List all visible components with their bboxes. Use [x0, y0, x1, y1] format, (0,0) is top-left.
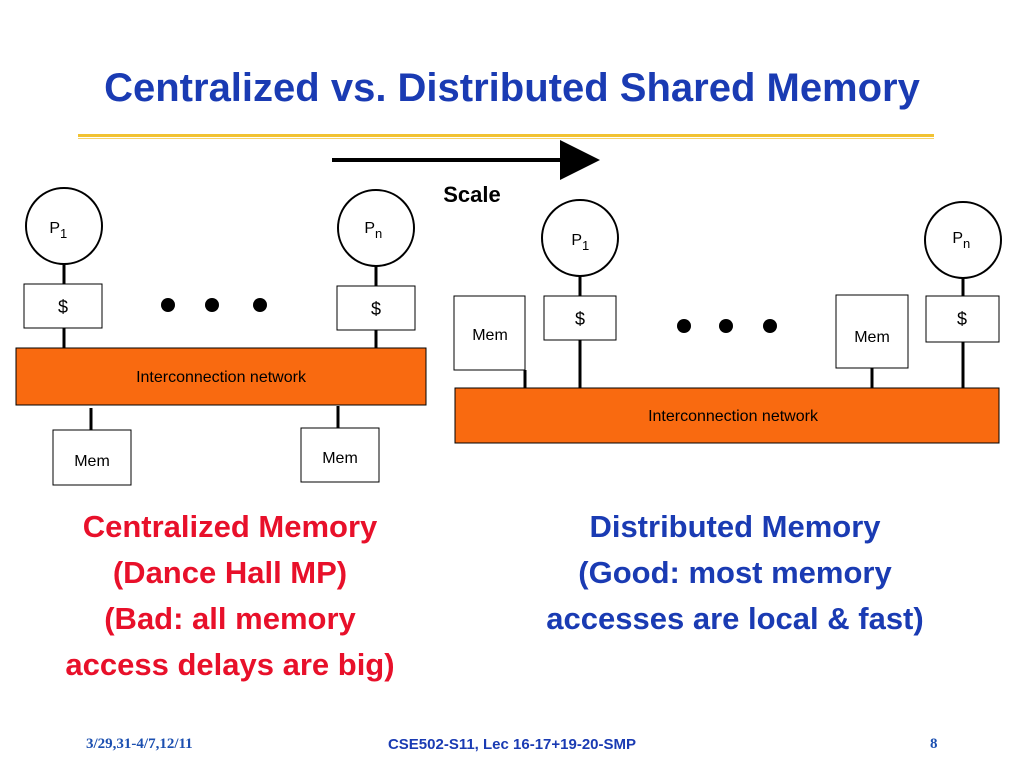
caption-line: (Good: most memory — [578, 555, 892, 590]
ellipsis-dots — [677, 319, 777, 333]
caption-line: (Bad: all memory — [104, 601, 356, 636]
cache-box: $ — [336, 285, 416, 331]
footer-page-number: 8 — [930, 736, 938, 752]
processor-subscript: 1 — [582, 238, 589, 253]
svg-text:$: $ — [575, 309, 585, 329]
scale-label: Scale — [443, 182, 501, 207]
svg-text:$: $ — [957, 309, 967, 329]
processor-label: P — [364, 220, 375, 237]
caption-line: access delays are big) — [65, 647, 395, 682]
processor-label: P — [952, 230, 963, 247]
svg-text:Mem: Mem — [854, 329, 890, 346]
processor-pn-node: P n — [337, 189, 415, 267]
memory-box: Mem — [300, 427, 380, 483]
processor-subscript: 1 — [60, 226, 67, 241]
cache-box: $ — [543, 295, 617, 341]
processor-subscript: n — [375, 226, 382, 241]
ellipsis-dots — [161, 298, 267, 312]
svg-text:$: $ — [371, 299, 381, 319]
title-underline — [78, 134, 934, 137]
memory-box: Mem — [52, 429, 132, 486]
processor-label: P — [571, 232, 582, 249]
svg-text:Mem: Mem — [322, 450, 358, 467]
cache-box: $ — [925, 295, 1000, 343]
caption-line: (Dance Hall MP) — [112, 555, 348, 590]
caption-line: Distributed Memory — [589, 509, 881, 544]
footer-course: CSE502-S11, Lec 16-17+19-20-SMP — [387, 736, 637, 753]
processor-p1-node: P 1 — [541, 199, 619, 277]
centralized-caption: Centralized Memory (Dance Hall MP) (Bad:… — [10, 504, 450, 688]
distributed-caption: Distributed Memory (Good: most memory ac… — [470, 504, 1000, 642]
memory-box: Mem — [835, 294, 909, 369]
interconnection-network: Interconnection network — [454, 387, 1000, 444]
interconnection-network: Interconnection network — [15, 347, 427, 406]
memory-box: Mem — [453, 295, 526, 371]
processor-subscript: n — [963, 236, 970, 251]
footer-date: 3/29,31-4/7,12/11 — [86, 736, 193, 752]
svg-text:Mem: Mem — [472, 327, 508, 344]
svg-text:Interconnection network: Interconnection network — [648, 408, 819, 425]
centralized-diagram: P 1 P n $ $ Interconnection network Me — [15, 187, 427, 486]
processor-pn-node: P n — [924, 201, 1002, 279]
slide-title: Centralized vs. Distributed Shared Memor… — [104, 66, 920, 110]
svg-text:Interconnection network: Interconnection network — [136, 369, 307, 386]
svg-text:$: $ — [58, 297, 68, 317]
title-underline-thin — [78, 138, 934, 139]
caption-line: Centralized Memory — [82, 509, 378, 544]
cache-box: $ — [23, 283, 103, 329]
svg-text:Mem: Mem — [74, 453, 110, 470]
processor-label: P — [49, 220, 60, 237]
distributed-diagram: P 1 P n Mem $ Mem $ — [453, 199, 1002, 444]
processor-p1-node: P 1 — [25, 187, 103, 265]
caption-line: accesses are local & fast) — [546, 601, 924, 636]
